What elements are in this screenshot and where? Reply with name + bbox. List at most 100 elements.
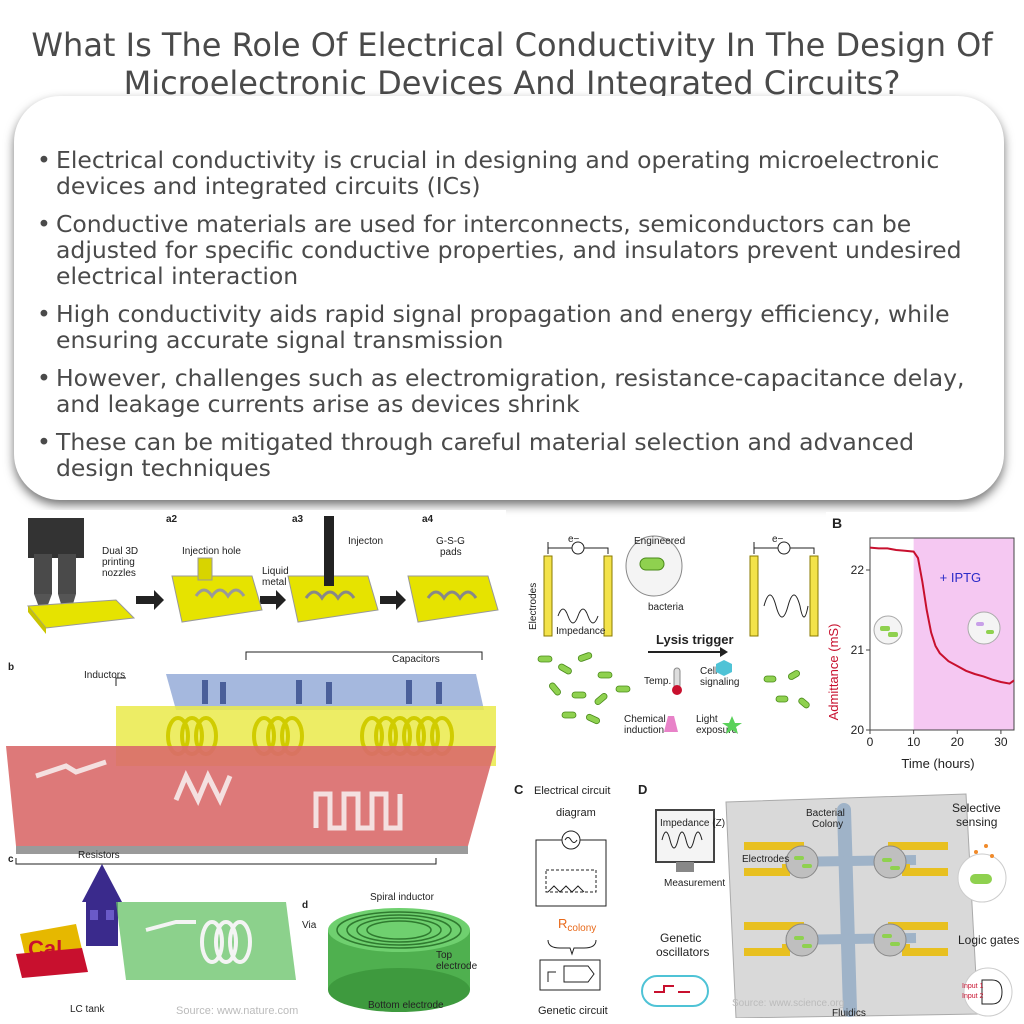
figure-bacteria-sensing: e− Electrodes Impedance Engineered bacte… [528, 526, 824, 742]
bullet-item: These can be mitigated through careful m… [30, 429, 990, 481]
block-a4 [407, 575, 499, 623]
capacitors-label: Capacitors [392, 654, 440, 665]
bacterial-colonies [785, 845, 907, 957]
x-tick-label: 20 [951, 735, 965, 749]
block-a2 [171, 557, 263, 623]
source-credit-right: Source: www.science.org [732, 998, 844, 1009]
panel-label-c: c [8, 854, 14, 865]
panel-label-c-right: C [514, 782, 524, 797]
bullet-list: Electrical conductivity is crucial in de… [30, 147, 990, 493]
metal-label: metal [262, 577, 286, 588]
impedance-label: Impedance [556, 626, 606, 637]
fluidics-label: Fluidics [832, 1008, 866, 1018]
sensing-bubble [957, 844, 1007, 903]
liquid-label: Liquid [262, 566, 289, 577]
monitor-icon [655, 809, 715, 872]
bacterial-label: Bacterial [806, 808, 845, 819]
gsg-label: G-S-G [436, 536, 465, 547]
figure-circuit-diagram: C Electrical circuit diagram Rcolony Gen… [512, 780, 624, 1018]
nozzles-label-1: Dual 3D [102, 546, 138, 557]
bullet-item: Conductive materials are used for interc… [30, 211, 990, 289]
engineered-label: Engineered [634, 536, 685, 547]
figure-printed-electronics: Dual 3D printing nozzles a2 a3 a4 Inject… [6, 510, 506, 1018]
resistors-label: Resistors [78, 850, 120, 861]
lysis-trigger-label: Lysis trigger [656, 632, 734, 647]
input-2-label: Input 2 [962, 993, 984, 1000]
electrodes-chip-label: Electrodes [742, 854, 789, 865]
y-tick-label: 20 [851, 723, 865, 737]
oscillators-label: oscillators [656, 945, 709, 959]
x-tick-label: 0 [867, 735, 874, 749]
top-label: Top [436, 950, 453, 961]
inductors-label: Inductors [84, 670, 125, 681]
iptg-annotation: + IPTG [940, 570, 982, 585]
spiral-inductor-illustration [328, 908, 470, 1012]
exposure-label: exposure [696, 725, 738, 736]
cell-label: Cell [700, 666, 717, 677]
before-colony-icon [873, 615, 903, 645]
electrodes-label: Electrodes [528, 583, 539, 630]
figure-bacterial-chip: D Impedance (Z) Measurement Electrodes B… [636, 780, 1020, 1018]
electrode-label: electrode [436, 961, 478, 972]
chemical-label: Chemical [624, 714, 666, 725]
chart-label-b: B [832, 515, 842, 531]
nozzles-label-2: printing [102, 557, 135, 568]
chip-substrate [725, 793, 979, 1018]
light-label: Light [696, 714, 718, 725]
bacteria-label: bacteria [648, 602, 684, 613]
block-a3 [287, 516, 379, 623]
nozzles-label-3: nozzles [102, 568, 136, 579]
injection-hole-label: Injection hole [182, 546, 241, 557]
panel-label-d: d [302, 900, 308, 911]
panel-label-a3: a3 [292, 514, 304, 525]
circuit-board-illustration [6, 674, 496, 854]
via-label: Via [302, 920, 317, 931]
panel-label-d-right: D [638, 782, 647, 797]
page-title: What Is The Role Of Electrical Conductiv… [31, 26, 993, 102]
panel-label-a2: a2 [166, 514, 178, 525]
bottom-electrode-label: Bottom electrode [368, 1000, 444, 1011]
bullet-item: High conductivity aids rapid signal prop… [30, 301, 990, 353]
induction-label: induction [624, 725, 664, 736]
genetic-circuit-label: Genetic circuit [538, 1005, 608, 1017]
oscillator-bubble [641, 975, 709, 1007]
pads-label: pads [440, 547, 462, 558]
electron-label-2: e− [772, 534, 784, 545]
lc-tank-illustration [116, 902, 296, 980]
source-credit: Source: www.nature.com [176, 1005, 298, 1017]
panel-label-a4: a4 [422, 514, 434, 525]
circuit-title-2: diagram [556, 807, 596, 819]
signaling-label: signaling [700, 677, 739, 688]
printing-nozzles-illustration [26, 518, 136, 634]
spiral-inductor-label: Spiral inductor [370, 892, 435, 903]
plot-frame [869, 537, 1015, 731]
impedance-z-label: Impedance (Z) [660, 818, 725, 829]
sensing-label: sensing [956, 815, 997, 829]
x-axis-label: Time (hours) [901, 756, 974, 771]
resistor-tower-illustration [82, 864, 122, 946]
after-colony-icon [967, 611, 1001, 645]
temp-label: Temp. [644, 676, 671, 687]
bullet-item: However, challenges such as electromigra… [30, 365, 990, 417]
measurement-label: Measurement [664, 878, 725, 889]
cal-logo: Cal [16, 924, 88, 978]
panel-label-b: b [8, 662, 14, 673]
y-axis-label: Admittance (mS) [826, 624, 841, 721]
y-tick-label: 22 [851, 563, 865, 577]
admittance-curve [869, 546, 1015, 685]
genetic-label: Genetic [660, 931, 701, 945]
r-colony-label: Rcolony [558, 916, 596, 934]
injecton-label: Injecton [348, 536, 383, 547]
selective-label: Selective [952, 801, 1001, 815]
colony-label: Colony [812, 819, 843, 830]
electron-label-1: e− [568, 534, 580, 545]
y-tick-label: 21 [851, 643, 865, 657]
circuit-title-1: Electrical circuit [534, 785, 610, 797]
bullet-item: Electrical conductivity is crucial in de… [30, 147, 990, 199]
input-1-label: Input 1 [962, 983, 984, 990]
bacteria-cluster [537, 652, 631, 725]
lc-tank-label: LC tank [70, 1004, 105, 1015]
logic-gates-label: Logic gates [958, 933, 1019, 947]
